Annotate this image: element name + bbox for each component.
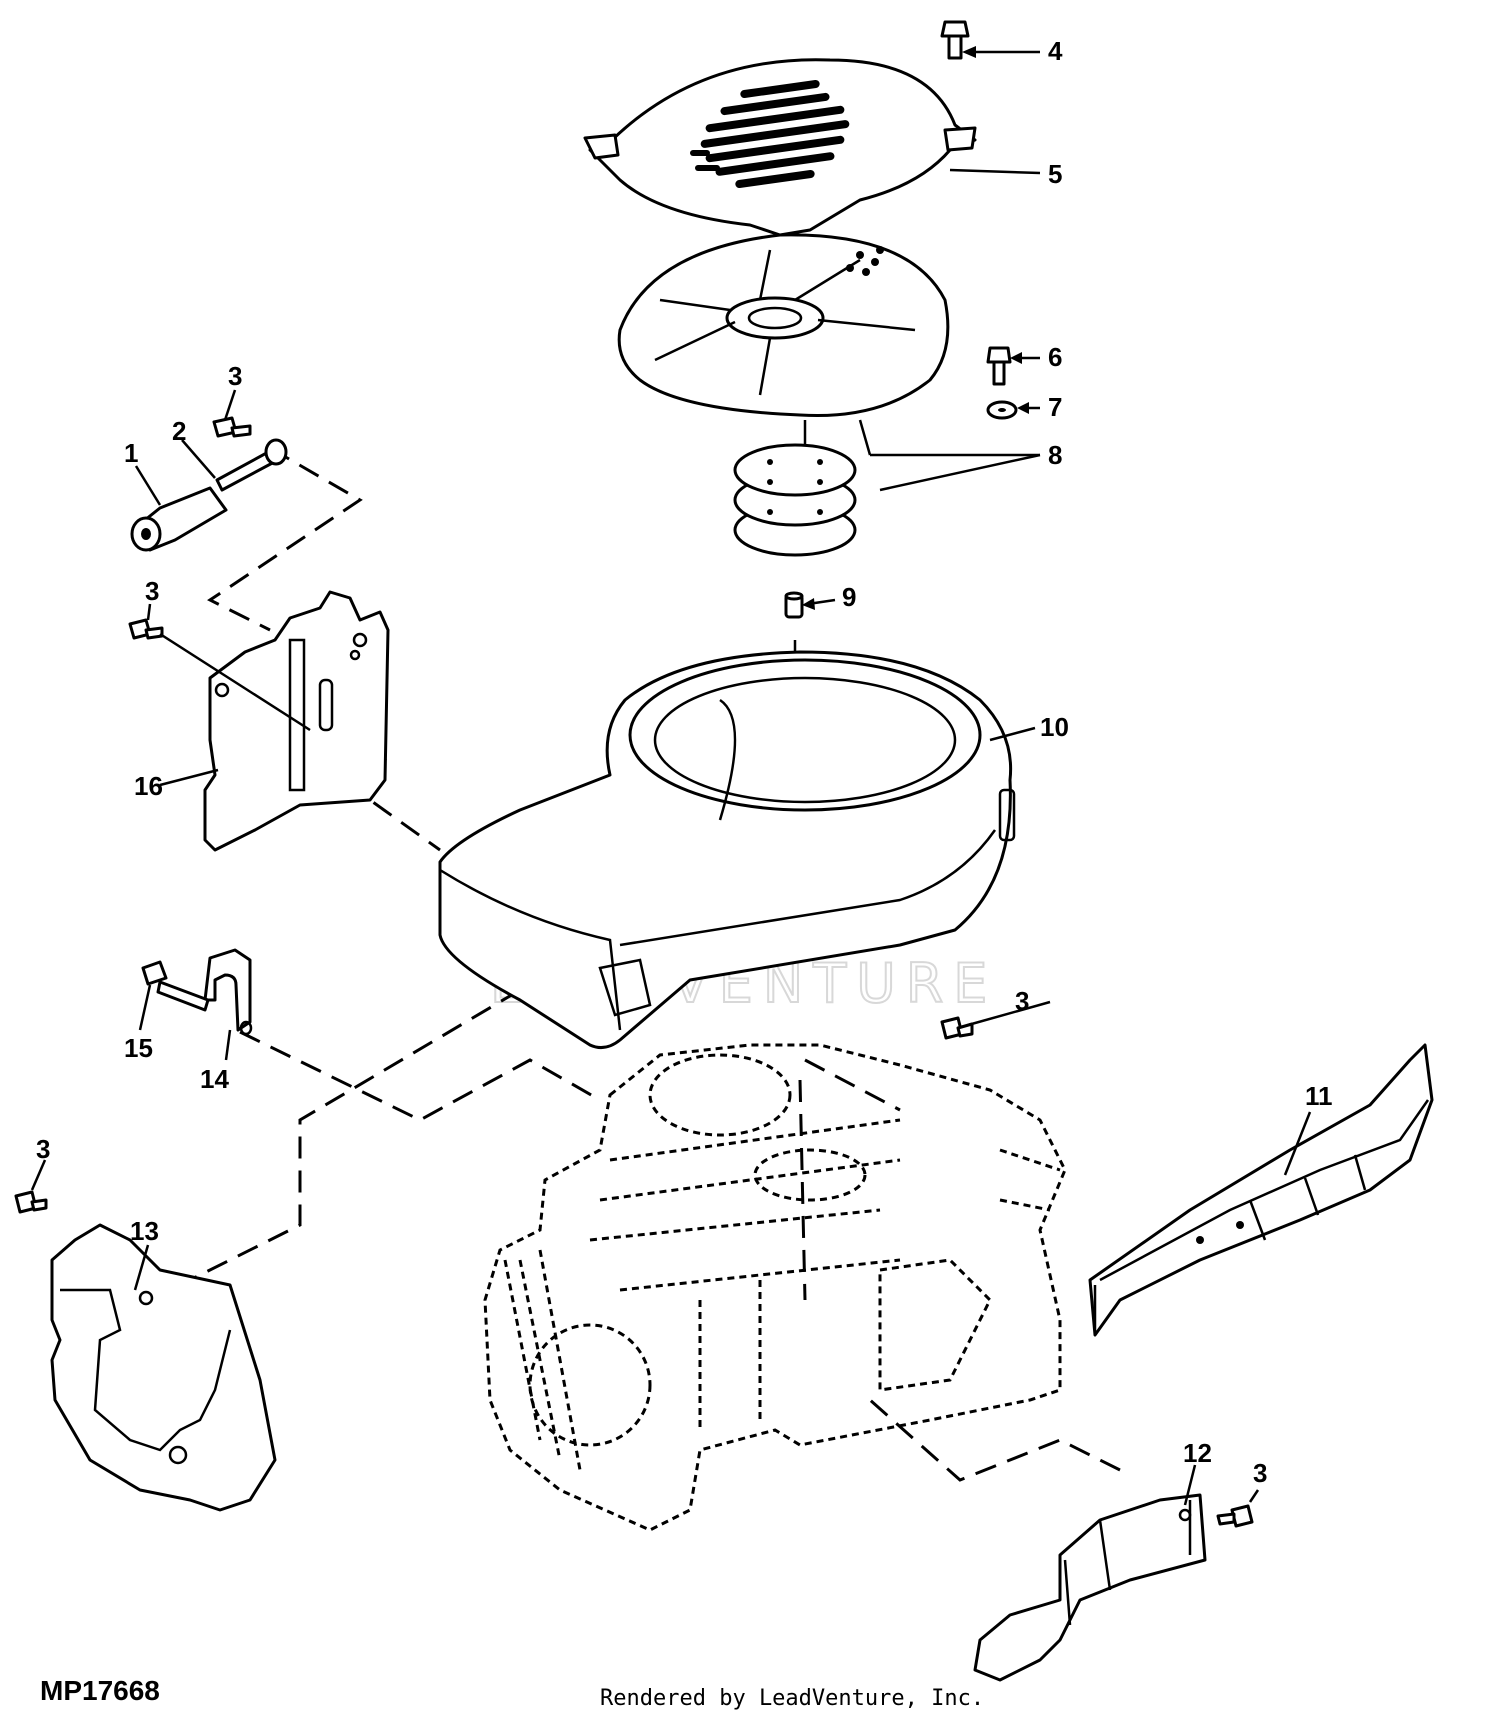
screw-3d[interactable] — [14, 1190, 48, 1214]
screw-6[interactable] — [986, 346, 1012, 386]
engine-block-outline — [483, 1043, 1067, 1532]
callout-15: 15 — [124, 1033, 153, 1063]
render-credit: Rendered by LeadVenture, Inc. — [600, 1686, 984, 1711]
callout-11: 11 — [1305, 1081, 1333, 1111]
callout-3-left-shield: 3 — [36, 1134, 50, 1164]
rotating-screen-part[interactable] — [583, 58, 977, 237]
callout-1: 1 — [124, 438, 138, 468]
blower-housing[interactable] — [438, 650, 1016, 1050]
callout-9: 9 — [842, 582, 856, 612]
shroud-11[interactable] — [1088, 1043, 1434, 1337]
screw-3a[interactable] — [212, 416, 252, 438]
callout-2: 2 — [172, 416, 186, 446]
screw-3b[interactable] — [128, 618, 164, 640]
washer-7[interactable] — [986, 400, 1018, 420]
callout-16: 16 — [134, 771, 163, 801]
callout-14: 14 — [200, 1064, 229, 1094]
callout-3-deflector: 3 — [1253, 1458, 1267, 1488]
screw-3e[interactable] — [1216, 1504, 1254, 1528]
callout-13: 13 — [130, 1216, 159, 1246]
callout-10: 10 — [1040, 712, 1069, 742]
bolt-15[interactable] — [141, 960, 210, 1012]
cooling-fan[interactable] — [617, 233, 950, 418]
callout-3-housing: 3 — [1015, 986, 1029, 1016]
callout-labels: 4 5 6 7 8 9 10 3 11 12 3 13 3 14 15 16 3… — [36, 36, 1333, 1488]
strap-2[interactable] — [215, 438, 288, 492]
callout-4: 4 — [1048, 36, 1063, 66]
spacer-tube-1[interactable] — [130, 486, 228, 552]
clamp-14[interactable] — [203, 948, 253, 1036]
callout-8: 8 — [1048, 440, 1062, 470]
spacer-plates[interactable] — [733, 443, 857, 557]
callout-3-strap: 3 — [228, 361, 242, 391]
callout-leaders — [30, 46, 1312, 1506]
side-shield-13[interactable] — [50, 1223, 277, 1512]
callout-5: 5 — [1048, 159, 1062, 189]
figure-code: MP17668 — [40, 1675, 160, 1706]
callout-6: 6 — [1048, 342, 1062, 372]
pin-9[interactable] — [784, 591, 804, 619]
screw-3c[interactable] — [940, 1016, 974, 1040]
callout-7: 7 — [1048, 392, 1062, 422]
screw-4[interactable] — [940, 20, 970, 60]
callout-3-side-shield: 3 — [145, 576, 159, 606]
callout-12: 12 — [1183, 1438, 1212, 1468]
deflector-12[interactable] — [973, 1493, 1207, 1682]
